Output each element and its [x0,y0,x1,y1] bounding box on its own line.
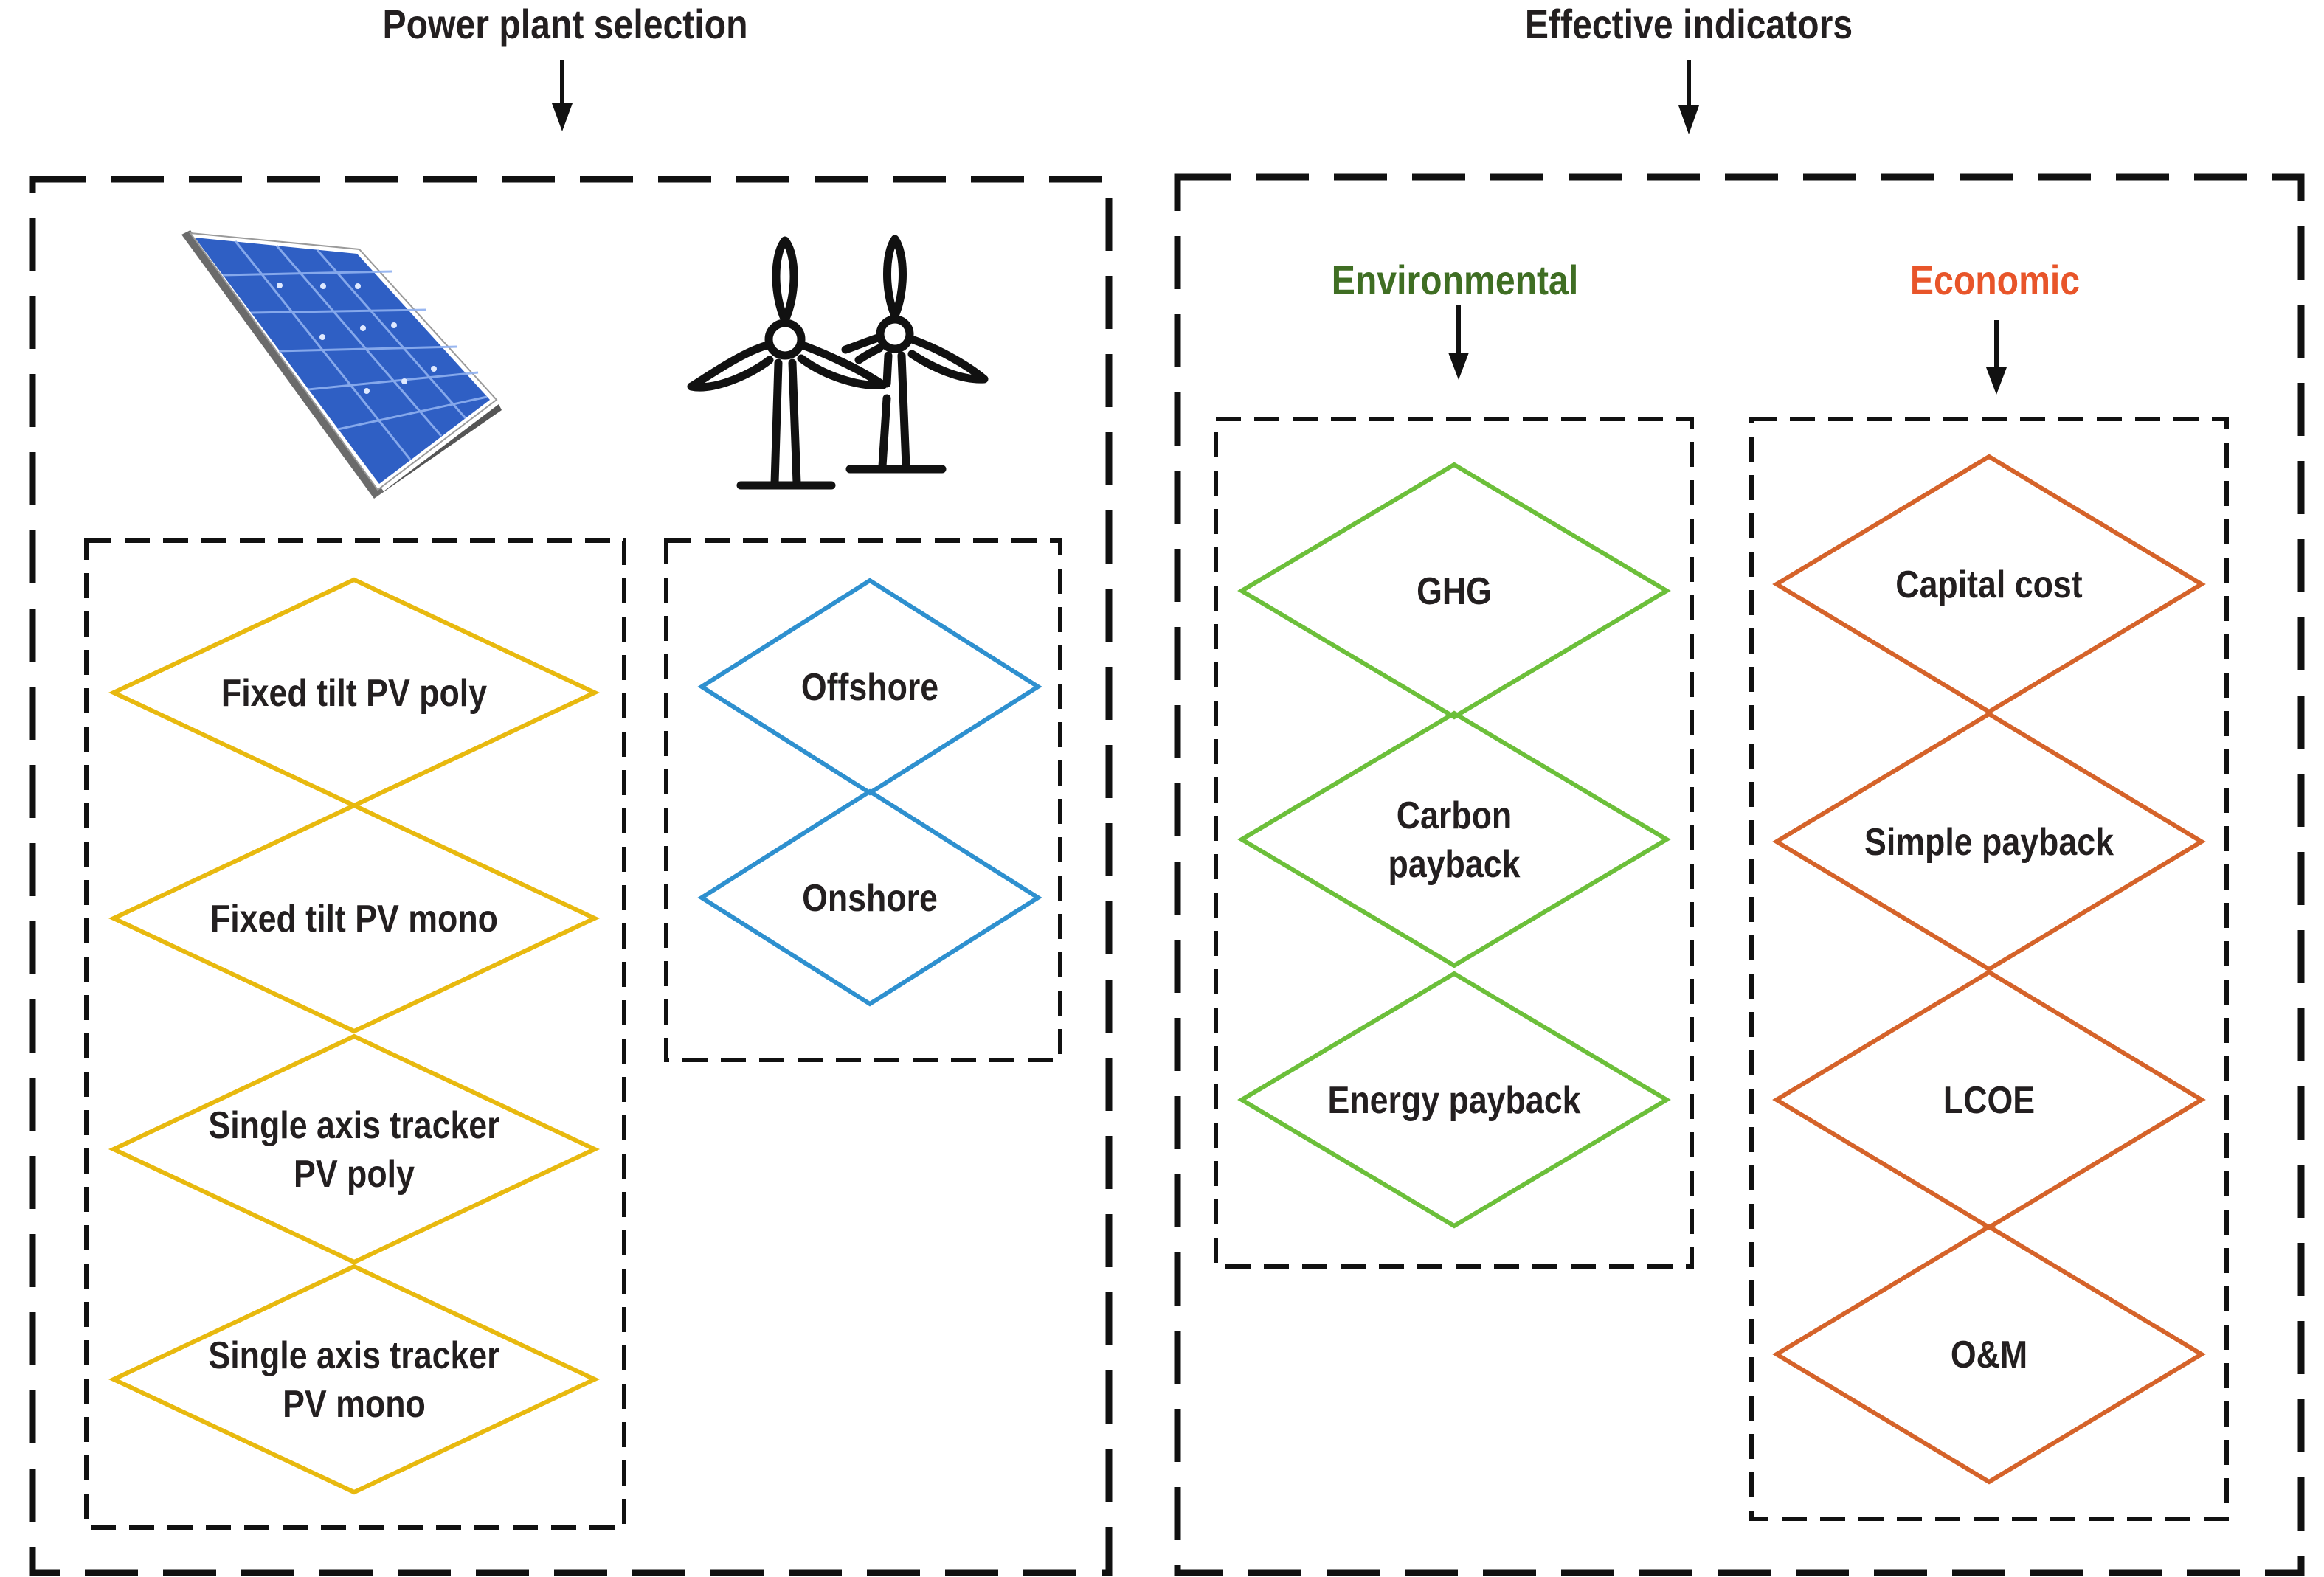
economic-node: Capital cost [1772,454,2206,715]
diamond-shape [108,1033,601,1265]
solar-node: Fixed tilt PV mono [108,803,601,1034]
node-label: Energy payback [1328,1079,1582,1122]
environmental-label: Environmental [1332,258,1578,304]
arrow-down-icon [1986,320,2007,395]
arrow-down-icon [552,60,573,131]
solar-node: Single axis tracker PV poly [108,1033,601,1265]
diamond-shape [1237,462,1671,720]
wind-node: Offshore [697,578,1042,796]
node-label: Onshore [802,877,938,920]
diamond-shape [108,803,601,1034]
diamond-shape [1237,971,1671,1229]
economic-node: Simple payback [1772,711,2206,972]
wind-options-box [664,538,1062,1062]
diamond-shape [1237,710,1671,968]
node-label: Single axis tracker [208,1104,499,1147]
node-label: Simple payback [1864,821,2114,864]
node-label: O&M [1951,1334,2027,1376]
node-label: PV mono [283,1383,426,1426]
economic-node: LCOE [1772,969,2206,1230]
node-label: Single axis tracker [208,1334,499,1377]
arrow-down-icon [1448,305,1469,380]
economic-label: Economic [1910,258,2080,304]
power-plant-selection-box [29,176,1113,1576]
economic-node: O&M [1772,1224,2206,1485]
solar-node: Fixed tilt PV poly [108,577,601,808]
solar-node: Single axis tracker PV mono [108,1264,601,1495]
wind-node: Onshore [697,788,1042,1007]
environmental-node: Carbon payback [1237,710,1671,968]
arrow-down-icon [1678,60,1699,134]
diamond-shape [1772,1224,2206,1485]
wind-turbine-icon [687,235,989,490]
diamond-shape [697,788,1042,1007]
diamond-shape [1772,711,2206,972]
node-label: Offshore [801,666,938,709]
node-label: Carbon [1397,794,1512,837]
solar-options-box [84,538,626,1530]
node-label: Capital cost [1895,564,2082,606]
environmental-node: Energy payback [1237,971,1671,1229]
solar-panel-icon [181,230,502,499]
node-label: Fixed tilt PV mono [210,898,498,940]
node-label: LCOE [1943,1079,2035,1122]
effective-indicators-box [1174,173,2305,1576]
node-label: GHG [1417,570,1492,613]
node-label: payback [1388,843,1521,886]
right-section-heading: Effective indicators [1525,2,1853,48]
economic-indicators-box [1749,417,2229,1521]
diamond-shape [108,1264,601,1495]
environmental-indicators-box [1214,417,1694,1269]
environmental-node: GHG [1237,462,1671,720]
node-label: Fixed tilt PV poly [221,672,487,715]
left-section-heading: Power plant selection [382,2,747,48]
node-label: PV poly [294,1153,415,1196]
